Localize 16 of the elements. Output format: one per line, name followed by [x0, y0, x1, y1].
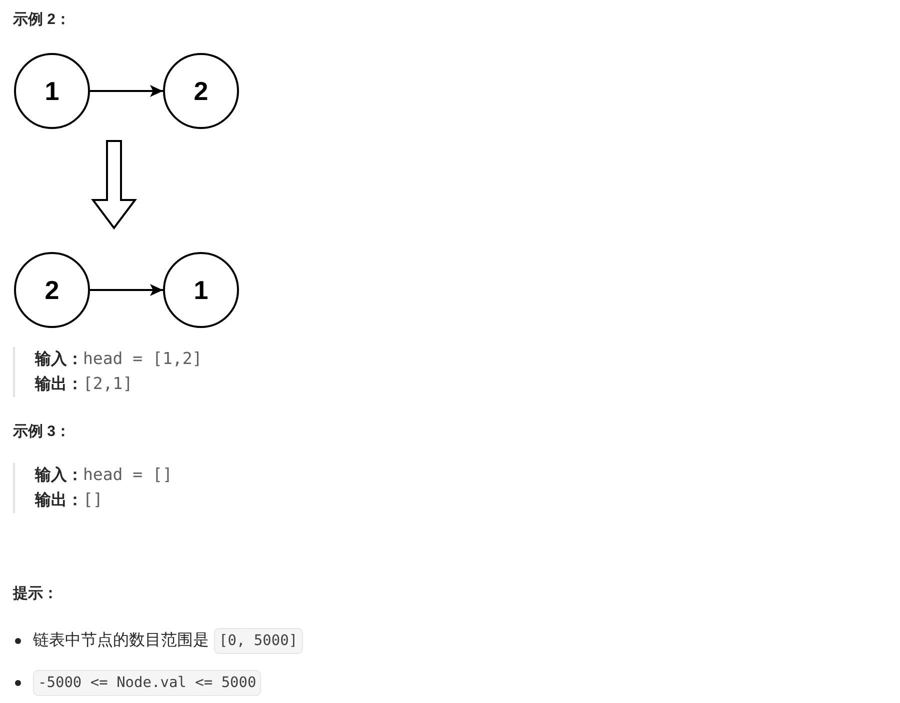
list-node: 1 — [163, 252, 239, 328]
list-node: 1 — [14, 53, 90, 129]
heading: 示例 2： — [13, 11, 71, 29]
arrow — [90, 85, 163, 97]
example-text: 输出：[] — [35, 489, 104, 511]
inline-code: [0, 5000] — [214, 628, 303, 654]
example-text: 输入：head = [] — [35, 464, 172, 486]
list-node: 2 — [14, 252, 90, 328]
list-text: 链表中节点的数目范围是 — [33, 630, 209, 651]
heading: 提示： — [13, 585, 58, 603]
example-text: 输入：head = [1,2] — [35, 348, 202, 370]
inline-code: -5000 <= Node.val <= 5000 — [33, 670, 262, 696]
arrow — [90, 284, 163, 296]
example-text: 输出：[2,1] — [35, 373, 134, 395]
list-node: 2 — [163, 53, 239, 129]
heading: 示例 3： — [13, 423, 71, 441]
